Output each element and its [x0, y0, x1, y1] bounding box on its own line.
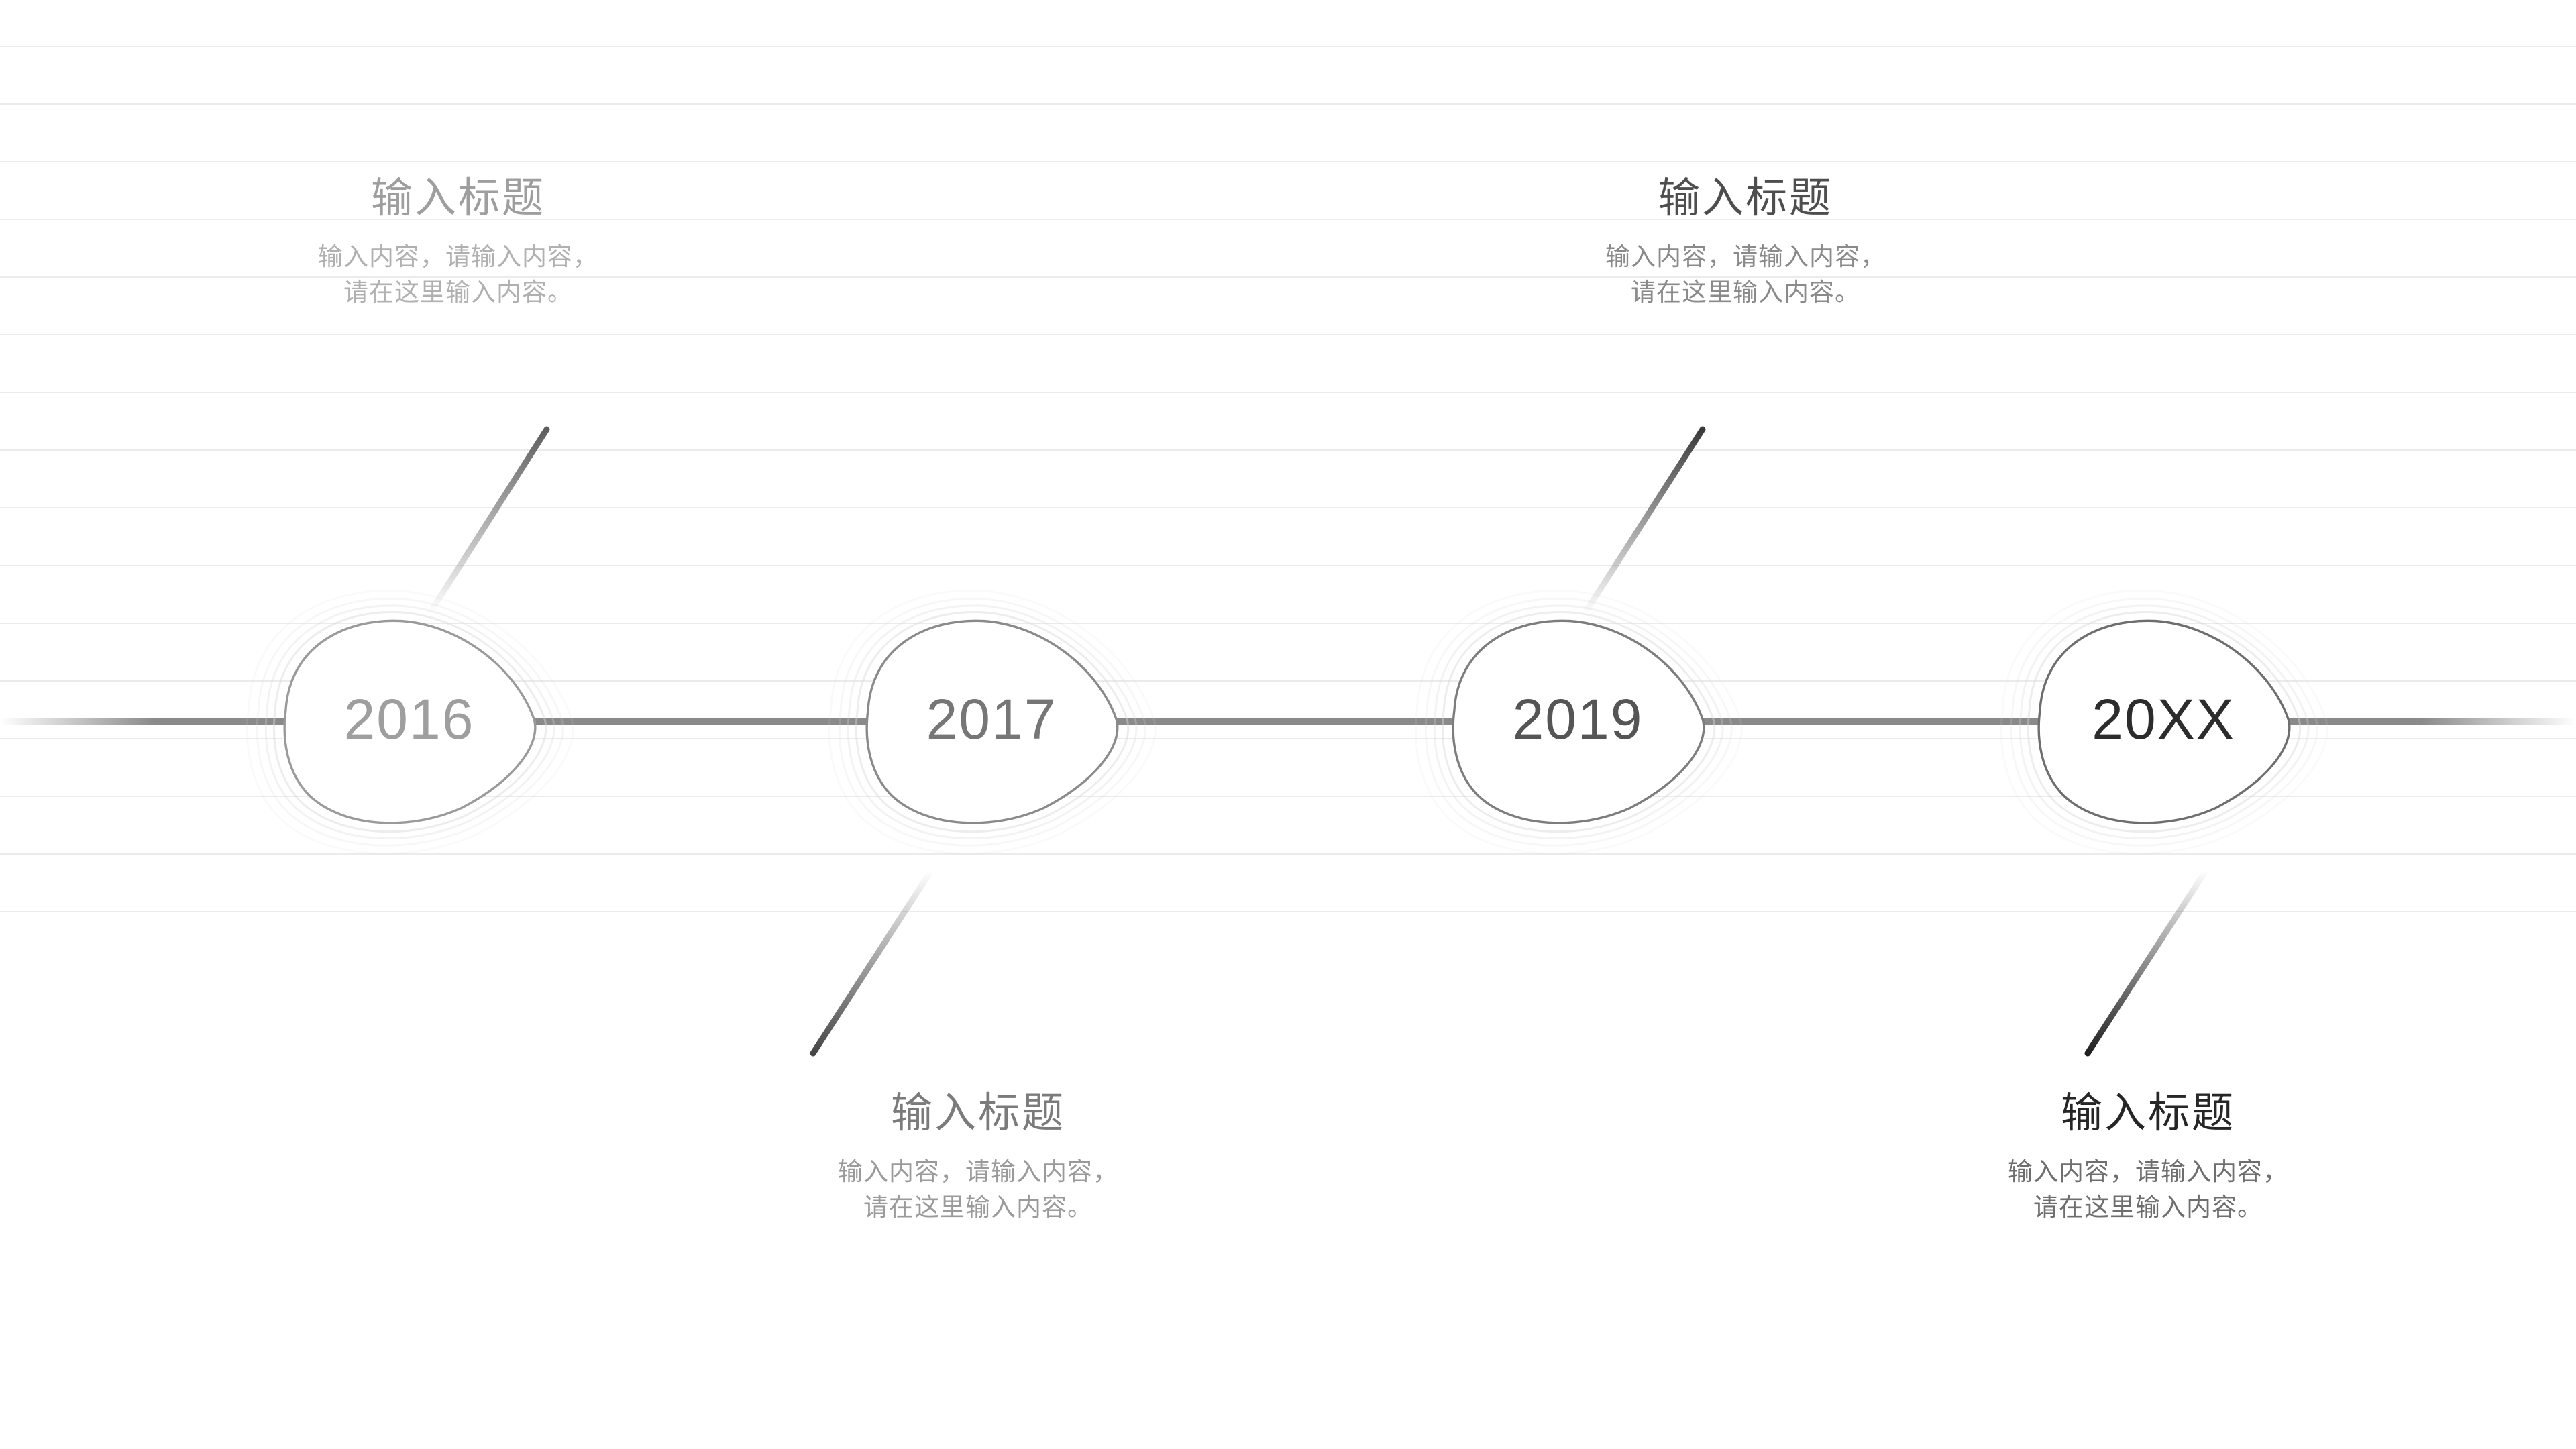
- callout-body-3: 输入内容，请输入内容， 请在这里输入内容。: [1444, 239, 2047, 311]
- timeline-node-2016[interactable]: [246, 589, 574, 855]
- node-blob[interactable]: [2037, 619, 2291, 824]
- year-label-20xx[interactable]: 20XX: [2092, 688, 2235, 751]
- callout-block-3[interactable]: 输入标题 输入内容，请输入内容， 请在这里输入内容。: [1444, 173, 2047, 311]
- node-blob[interactable]: [283, 619, 537, 824]
- callout-body-line: 请在这里输入内容。: [1631, 278, 1860, 307]
- callout-title-3: 输入标题: [1658, 175, 1833, 221]
- node-blob[interactable]: [865, 619, 1119, 824]
- node-halo-ring: [2019, 604, 2310, 840]
- node-halo-ring: [1414, 589, 1743, 855]
- callout-body-4: 输入内容，请输入内容， 请在这里输入内容。: [1846, 1154, 2450, 1226]
- callout-body-line: 输入内容，请输入内容，: [1605, 242, 1886, 270]
- callout-block-1[interactable]: 输入标题 输入内容，请输入内容， 请在这里输入内容。: [156, 173, 760, 311]
- node-halo-ring: [1424, 597, 1733, 847]
- timeline-node-layer: [246, 589, 2328, 855]
- timeline-node-2019[interactable]: [1414, 589, 1743, 855]
- callout-body-line: 请在这里输入内容。: [863, 1193, 1093, 1222]
- callout-title-1: 输入标题: [370, 175, 545, 221]
- callout-block-4[interactable]: 输入标题 输入内容，请输入内容， 请在这里输入内容。: [1846, 1088, 2450, 1226]
- timeline-node-20xx[interactable]: [2000, 589, 2328, 855]
- leader-line-4: [2084, 867, 2209, 1057]
- node-blob[interactable]: [1452, 619, 1705, 824]
- node-halo-ring: [1441, 611, 1716, 833]
- leader-line-3: [1581, 426, 1706, 617]
- node-halo-ring: [2010, 597, 2318, 847]
- callout-block-2[interactable]: 输入标题 输入内容，请输入内容， 请在这里输入内容。: [676, 1088, 1280, 1226]
- node-halo-ring: [855, 611, 1130, 833]
- year-label-2017[interactable]: 2017: [926, 688, 1057, 751]
- node-halo-ring: [838, 597, 1146, 847]
- callout-body-line: 输入内容，请输入内容，: [838, 1157, 1118, 1185]
- callout-body-line: 请在这里输入内容。: [343, 278, 573, 307]
- leader-line-2: [810, 867, 934, 1057]
- callout-body-line: 输入内容，请输入内容，: [2008, 1157, 2288, 1185]
- timeline-node-2017[interactable]: [828, 589, 1157, 855]
- node-halo-ring: [256, 597, 564, 847]
- node-halo-ring: [847, 604, 1138, 840]
- leader-line-layer: [426, 426, 2209, 1057]
- callout-body-1: 输入内容，请输入内容， 请在这里输入内容。: [156, 239, 760, 311]
- year-label-2019[interactable]: 2019: [1512, 688, 1644, 751]
- node-halo-ring: [828, 589, 1157, 855]
- node-halo-ring: [2027, 611, 2302, 833]
- node-halo-ring: [2000, 589, 2328, 855]
- callout-body-line: 请在这里输入内容。: [2033, 1193, 2263, 1222]
- callout-title-4: 输入标题: [2060, 1090, 2235, 1136]
- node-halo-ring: [246, 589, 574, 855]
- callout-body-line: 输入内容，请输入内容，: [318, 242, 598, 270]
- year-label-2016[interactable]: 2016: [343, 688, 475, 751]
- callout-title-2: 输入标题: [890, 1090, 1065, 1136]
- leader-line-1: [426, 426, 550, 617]
- node-halo-ring: [264, 604, 555, 840]
- callout-body-2: 输入内容，请输入内容， 请在这里输入内容。: [676, 1154, 1280, 1226]
- node-halo-ring: [272, 611, 547, 833]
- node-halo-ring: [1433, 604, 1724, 840]
- timeline-axis: [0, 718, 2576, 725]
